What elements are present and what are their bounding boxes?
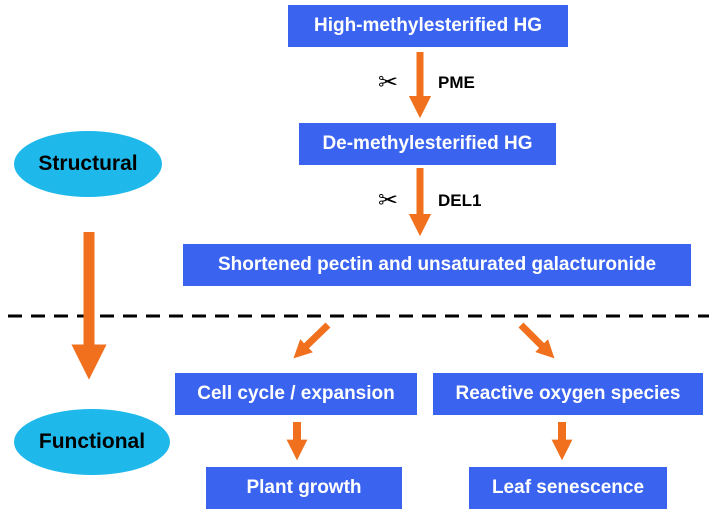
arrow-shortened-to-cell-cycle — [293, 322, 331, 359]
plant-growth-box: Plant growth — [206, 467, 402, 509]
pme-enzyme-label: PME — [438, 73, 475, 92]
leaf-senescence-box: Leaf senescence — [469, 467, 667, 509]
scissors-icon: ✂ — [378, 186, 399, 214]
functional-stage-ellipse: Functional — [14, 409, 170, 475]
structural-stage-ellipse: Structural — [14, 131, 162, 197]
arrow-shortened-to-ros — [518, 322, 555, 359]
shortened-pectin-box: Shortened pectin and unsaturated galactu… — [183, 244, 691, 286]
de-methylesterified-hg-box: De-methylesterified HG — [299, 123, 556, 165]
reactive-oxygen-species-box: Reactive oxygen species — [433, 373, 703, 415]
scissors-icon: ✂ — [378, 68, 399, 96]
cell-cycle-expansion-box: Cell cycle / expansion — [175, 373, 417, 415]
high-methylesterified-hg-box: High-methylesterified HG — [288, 5, 568, 47]
del1-enzyme-label: DEL1 — [438, 191, 482, 210]
